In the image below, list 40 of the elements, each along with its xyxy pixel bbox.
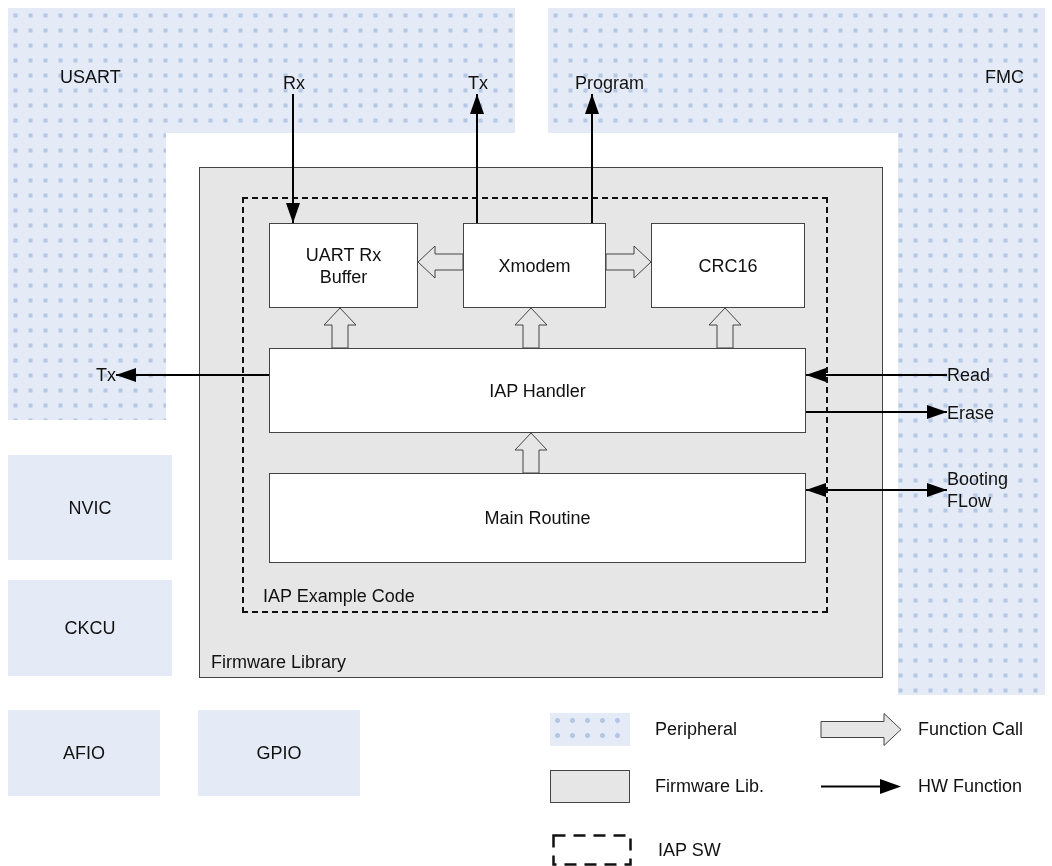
group-label: USART — [60, 66, 121, 88]
signal-label: Erase — [947, 402, 995, 424]
peripheral-block: NVIC — [8, 455, 172, 560]
signal-label: Booting FLow — [947, 468, 1009, 512]
legend-label: Peripheral — [655, 718, 738, 740]
arrow — [115, 368, 270, 382]
function-call-arrow — [323, 307, 357, 349]
arrow — [805, 483, 948, 497]
arrow — [470, 93, 484, 224]
legend-label: HW Function — [918, 775, 1023, 797]
signal-label: Rx — [283, 72, 305, 94]
function-call-arrow — [417, 245, 464, 279]
module-box: UART Rx Buffer — [269, 223, 418, 308]
group-label: FMC — [985, 66, 1024, 88]
function-call-arrow — [514, 307, 548, 349]
signal-label: Program — [575, 72, 645, 94]
group-label: IAP Example Code — [263, 585, 415, 607]
peripheral-block: GPIO — [198, 710, 360, 796]
legend-label: Firmware Lib. — [655, 775, 765, 797]
arrow — [286, 93, 300, 224]
signal-label: Tx — [96, 364, 116, 386]
dashed-group-frame — [242, 197, 828, 613]
signal-label: Tx — [468, 72, 488, 94]
function-call-arrow — [605, 245, 652, 279]
module-box: Xmodem — [463, 223, 606, 308]
function-call-arrow — [514, 432, 548, 474]
arrow — [805, 368, 948, 382]
arrow — [585, 93, 599, 224]
peripheral-block: AFIO — [8, 710, 160, 796]
module-box: IAP Handler — [269, 348, 806, 433]
function-call-arrow — [708, 307, 742, 349]
signal-label: Read — [947, 364, 991, 386]
peripheral-block: CKCU — [8, 580, 172, 676]
module-box: CRC16 — [651, 223, 805, 308]
library-panel — [199, 167, 883, 678]
legend-label: IAP SW — [658, 839, 721, 861]
legend-label: Function Call — [918, 718, 1024, 740]
module-box: Main Routine — [269, 473, 806, 563]
arrow — [805, 405, 948, 419]
group-label: Firmware Library — [211, 651, 347, 673]
